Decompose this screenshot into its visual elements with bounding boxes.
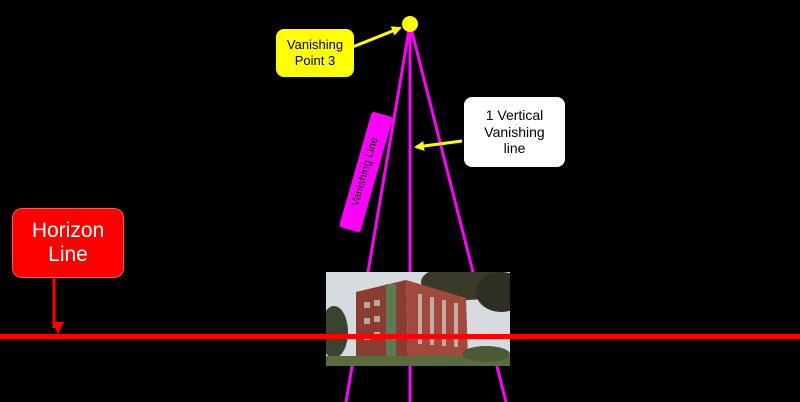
vanishing-point-dot [402, 16, 418, 32]
vanishing-point-label-line1: Vanishing [286, 37, 344, 53]
vertical-label-line1: 1 Vertical [485, 106, 544, 123]
vertical-vanishing-line-label: 1 Vertical Vanishing line [464, 97, 565, 167]
horizon-label-line1: Horizon [31, 218, 105, 242]
horizon-line [0, 334, 800, 339]
vanishing-point-label: Vanishing Point 3 [276, 29, 354, 77]
vanishing-point-arrow [349, 26, 402, 50]
vertical-label-line3: line [503, 140, 526, 157]
vanishing-point-label-line2: Point 3 [294, 53, 336, 68]
building-photo [326, 272, 510, 366]
horizon-line-label: Horizon Line [12, 208, 124, 278]
horizon-label-line2: Line [48, 243, 88, 266]
vertical-label-line2: Vanishing [484, 123, 545, 140]
vertical-line-arrow [414, 139, 463, 151]
